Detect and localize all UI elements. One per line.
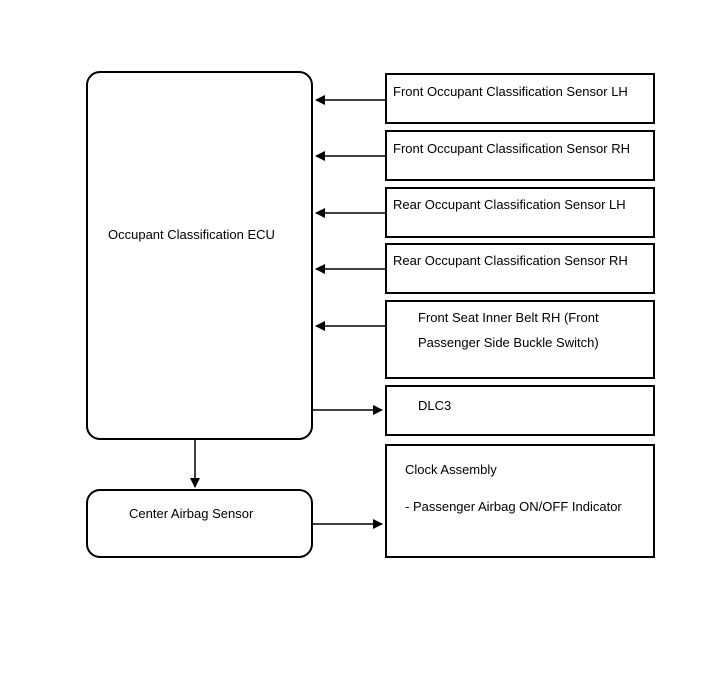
clock-assembly-block: Clock Assembly - Passenger Airbag ON/OFF… [385, 444, 655, 558]
clock-assembly-title: Clock Assembly [405, 462, 497, 477]
rear-occupant-sensor-lh-label: Rear Occupant Classification Sensor LH [393, 197, 626, 212]
rear-occupant-sensor-rh-label: Rear Occupant Classification Sensor RH [393, 253, 628, 268]
front-occupant-sensor-rh-label: Front Occupant Classification Sensor RH [393, 141, 630, 156]
rear-occupant-sensor-lh-block: Rear Occupant Classification Sensor LH [385, 187, 655, 238]
front-seat-inner-belt-label-line1: Front Seat Inner Belt RH (Front [418, 310, 599, 325]
center-airbag-sensor-block: Center Airbag Sensor [86, 489, 313, 558]
front-occupant-sensor-lh-block: Front Occupant Classification Sensor LH [385, 73, 655, 124]
front-occupant-sensor-lh-label: Front Occupant Classification Sensor LH [393, 84, 628, 99]
front-seat-inner-belt-label-line2: Passenger Side Buckle Switch) [418, 335, 599, 350]
dlc3-label: DLC3 [418, 398, 452, 413]
ecu-label: Occupant Classification ECU [108, 227, 275, 242]
passenger-airbag-indicator-label: - Passenger Airbag ON/OFF Indicator [405, 499, 622, 514]
front-seat-inner-belt-block: Front Seat Inner Belt RH (Front Passenge… [385, 300, 655, 379]
ecu-block: Occupant Classification ECU [86, 71, 313, 440]
rear-occupant-sensor-rh-block: Rear Occupant Classification Sensor RH [385, 243, 655, 294]
front-occupant-sensor-rh-block: Front Occupant Classification Sensor RH [385, 130, 655, 181]
dlc3-block: DLC3 [385, 385, 655, 436]
center-airbag-sensor-label: Center Airbag Sensor [129, 506, 254, 521]
